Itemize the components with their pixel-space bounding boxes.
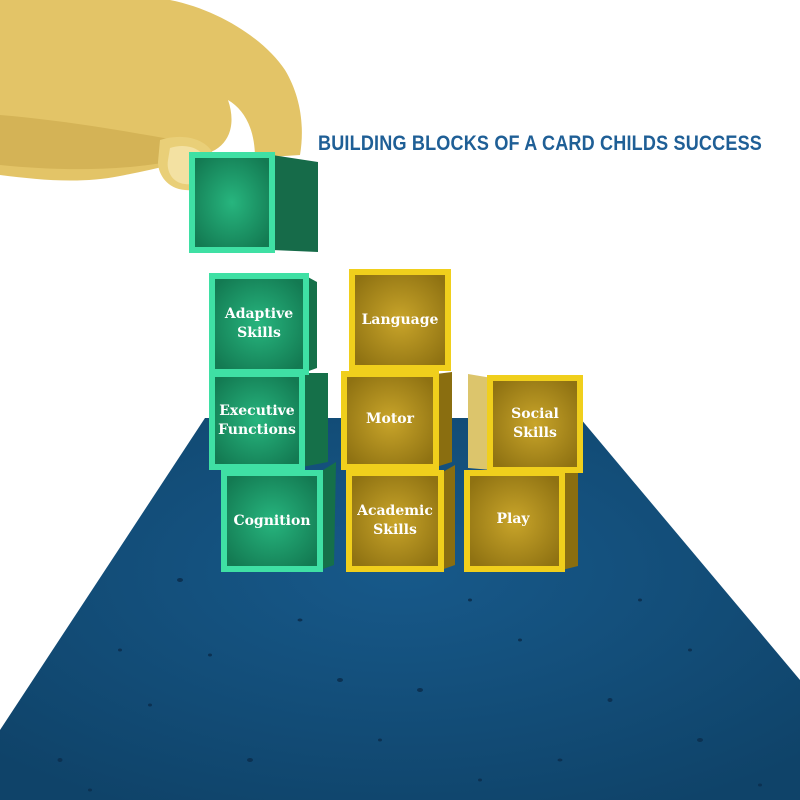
block-cognition [221,462,336,572]
label-motor: Motor [347,374,433,464]
label-line: Executive [219,402,295,419]
label-line: Language [361,311,439,328]
label-line: Skills [513,425,557,441]
label-play: Play [468,474,558,564]
label-line: Skills [237,325,281,341]
block-language [349,269,451,371]
block-play [464,465,578,572]
label-line: Play [496,510,530,527]
table-surface [0,418,800,800]
label-line: Social [511,406,559,422]
block-academic-skills [346,465,455,572]
page-title: BUILDING BLOCKS OF A CARD CHILDS SUCCESS [318,132,763,155]
label-language: Language [355,275,445,365]
block-motor [341,371,452,470]
block-executive-functions [209,371,328,470]
label-line: Functions [218,421,296,438]
block-adaptive-skills [209,273,317,375]
held-green-cube [189,152,318,253]
label-line: Adaptive [224,306,294,322]
label-line: Cognition [233,512,311,529]
label-cognition: Cognition [227,476,317,566]
label-line: Skills [373,522,417,538]
hand-illustration [0,0,302,191]
table-speckles [57,578,762,792]
label-line: Academic [357,503,433,519]
block-social-skills [468,374,583,473]
label-line: Motor [365,410,414,427]
